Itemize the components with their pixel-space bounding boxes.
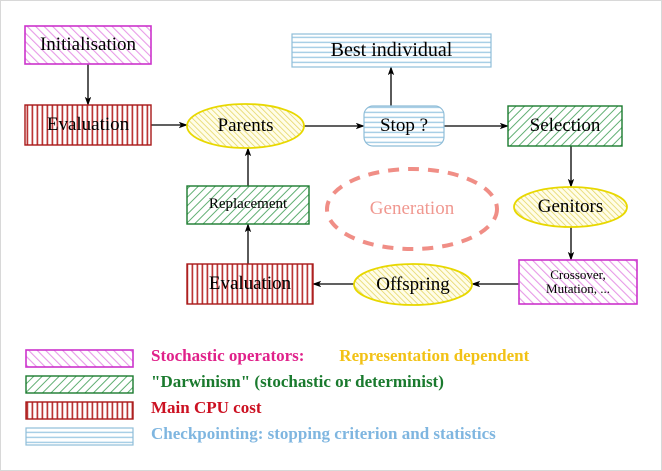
node-shape-best[interactable] (291, 33, 492, 68)
legend-label-checkpoint-0: Checkpointing: stopping criterion and st… (151, 424, 496, 443)
legend-swatch-stochastic (25, 349, 134, 368)
node-shape-parents[interactable] (186, 103, 305, 149)
legend-label-stochastic-1: Representation dependent (339, 346, 530, 365)
edges-group (84, 64, 575, 288)
node-shape-crossover[interactable] (518, 259, 638, 305)
node-shape-selection[interactable] (507, 105, 623, 147)
legend-swatch-darwinism (25, 375, 134, 394)
node-shape-initialisation[interactable] (24, 25, 152, 65)
legend-swatch-checkpoint (25, 427, 134, 446)
shapes-group (24, 25, 638, 306)
legend-swatches (25, 349, 134, 446)
legend-label-darwinism-0: "Darwinism" (stochastic or determinist) (151, 372, 444, 391)
legend-label-cpu-0: Main CPU cost (151, 398, 262, 417)
legend-label-stochastic-0: Stochastic operators: (151, 346, 305, 365)
node-shape-evaluation_top[interactable] (24, 104, 152, 146)
node-shape-generation[interactable] (325, 167, 499, 251)
node-shape-genitors[interactable] (513, 186, 628, 228)
legend-swatch-cpu (25, 401, 134, 420)
node-shape-replacement[interactable] (186, 185, 310, 225)
node-shape-offspring[interactable] (353, 263, 473, 306)
node-shape-stop[interactable] (363, 105, 445, 147)
node-shape-evaluation_bot[interactable] (186, 263, 314, 305)
